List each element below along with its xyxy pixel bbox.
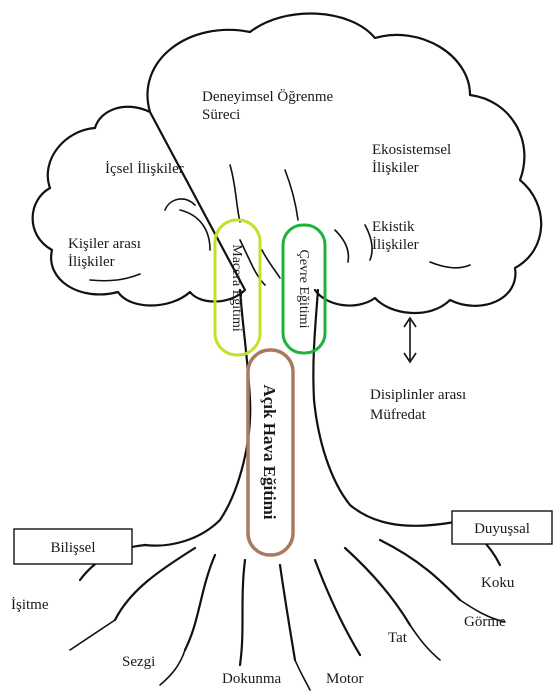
- branch-hint: [365, 225, 372, 260]
- root: [240, 560, 245, 665]
- root-fine: [160, 650, 185, 685]
- taste-label: Tat: [388, 630, 408, 646]
- double-arrow-icon: [404, 318, 416, 362]
- interpersonal-label: Kişiler arası İlişkiler: [68, 236, 145, 270]
- experiential-learning-label: Deneyimsel Öğrenme Süreci: [202, 88, 337, 123]
- ekistic-label: Ekistik İlişkiler: [372, 219, 419, 253]
- branch-hint: [165, 199, 195, 210]
- touch-label: Dokunma: [222, 671, 282, 687]
- root: [315, 560, 360, 655]
- intrapersonal-label: İçsel İlişkiler: [105, 161, 184, 177]
- root-fine: [410, 625, 440, 660]
- interdisciplinary-label: Disiplinler arası Müfredat: [370, 387, 470, 423]
- branch-hint: [230, 165, 240, 222]
- sensory-label: Duyuşsal: [474, 521, 530, 537]
- smell-label: Koku: [481, 575, 515, 591]
- intuition-label: Sezgi: [122, 654, 155, 670]
- root: [280, 565, 295, 660]
- root: [380, 540, 460, 600]
- ecosystemic-label: Ekosistemsel İlişkiler: [372, 142, 455, 176]
- environment-education-label: Çevre Eğitimi: [296, 250, 311, 329]
- root-fine: [295, 660, 310, 690]
- adventure-education-label: Macera Eğitimi: [229, 244, 244, 332]
- branch-hint: [262, 250, 280, 278]
- outdoor-education-label: Açık Hava Eğitimi: [260, 384, 279, 519]
- branch-hint: [90, 274, 140, 281]
- motor-label: Motor: [326, 671, 364, 687]
- branch-hint: [430, 262, 470, 268]
- cognitive-label: Bilişsel: [50, 540, 95, 556]
- sight-label: Görme: [464, 614, 506, 630]
- root: [185, 555, 215, 650]
- branch-hint: [285, 170, 298, 220]
- hearing-label: İşitme: [11, 597, 49, 613]
- branch-hint: [335, 230, 348, 262]
- root: [345, 548, 410, 625]
- root-fine: [70, 620, 115, 650]
